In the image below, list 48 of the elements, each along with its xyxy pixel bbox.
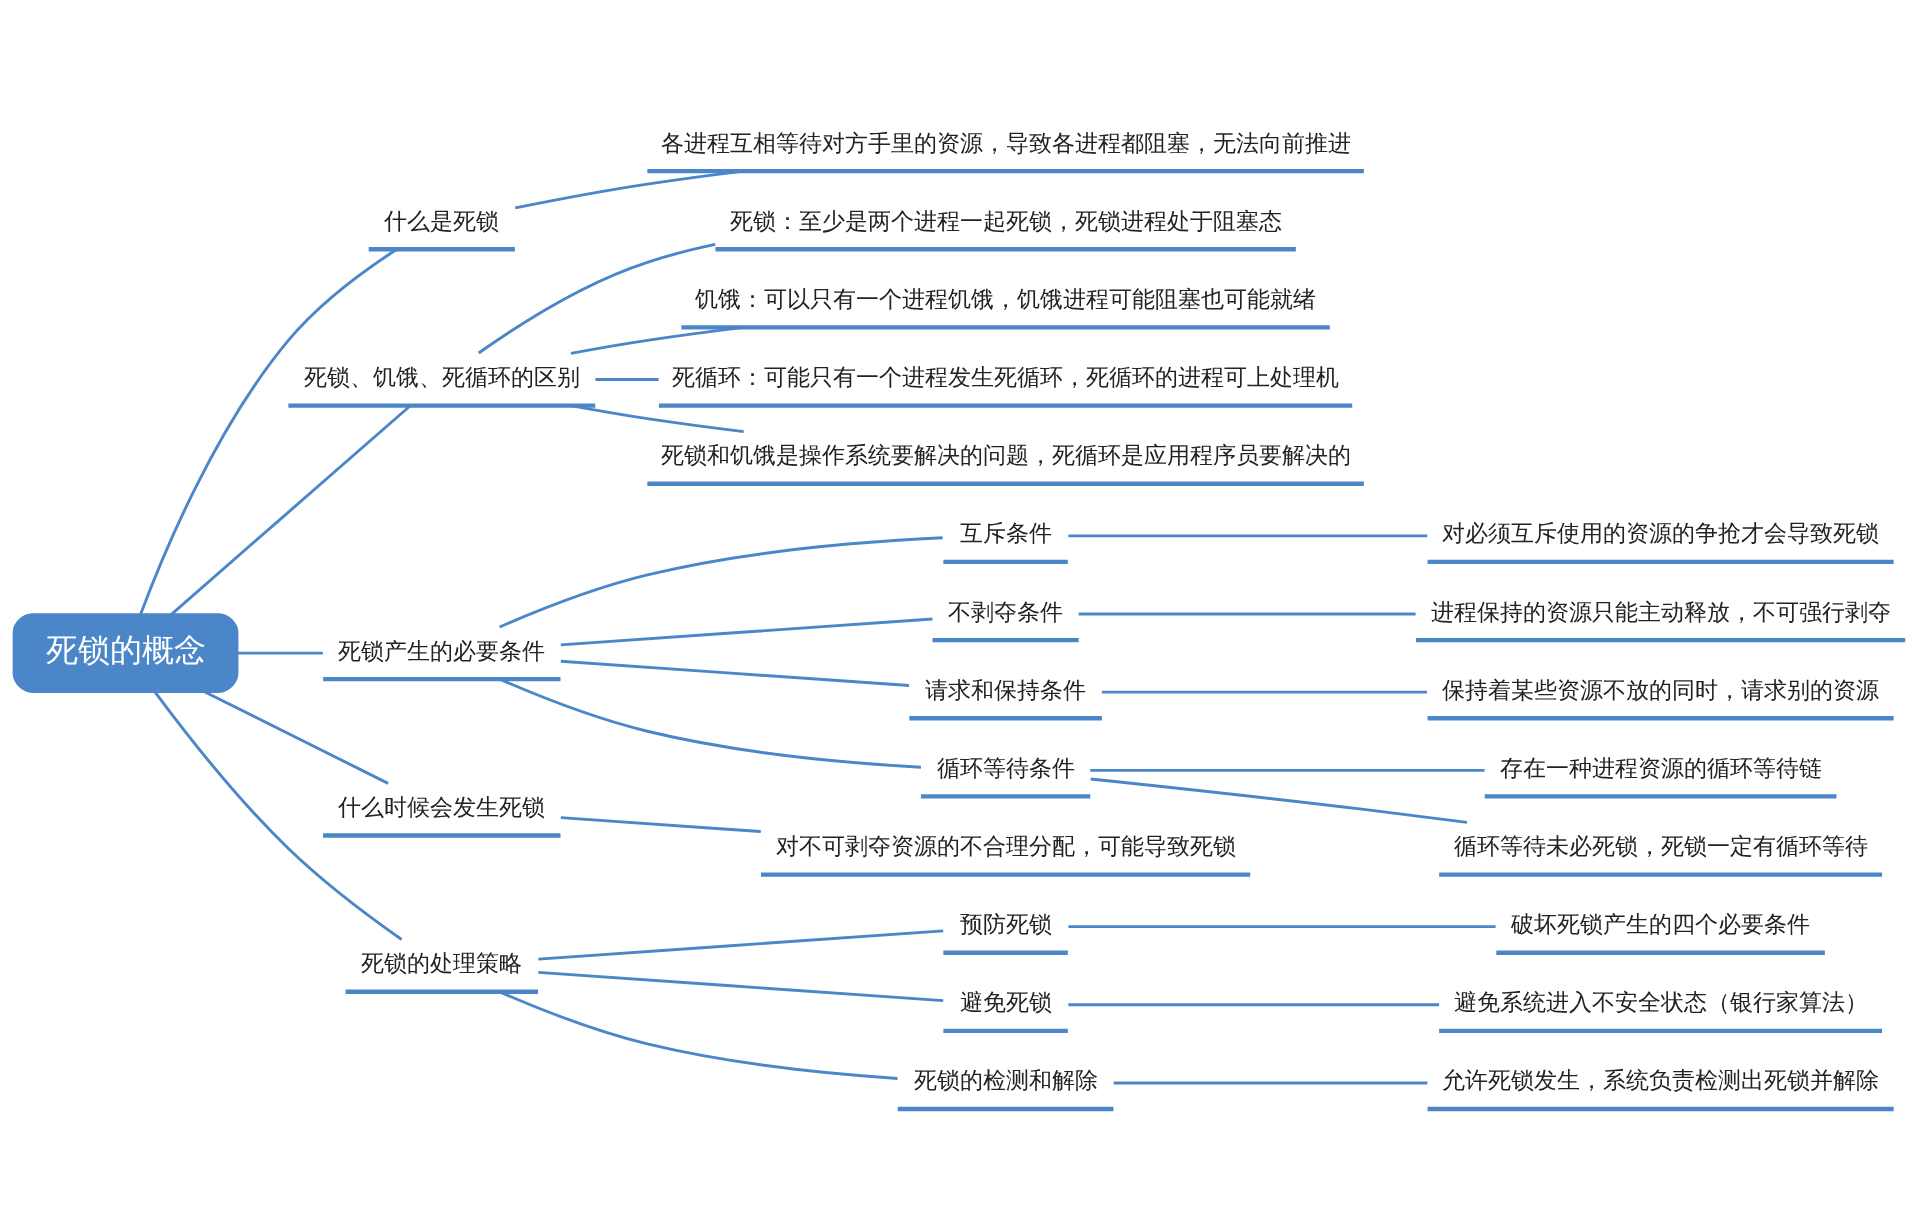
- node-text: 避免系统进入不安全状态（银行家算法）: [1453, 988, 1868, 1015]
- connector: [514, 169, 744, 209]
- node-text: 死锁产生的必要条件: [337, 637, 545, 664]
- connector: [1113, 1081, 1427, 1084]
- node-text: 预防死锁: [959, 910, 1052, 937]
- connector: [1067, 1002, 1439, 1006]
- connector: [169, 404, 411, 616]
- connector: [1090, 777, 1467, 824]
- connector: [537, 970, 943, 1002]
- node-text: 各进程互相等待对方手里的资源，导致各进程都阻塞，无法向前推进: [660, 129, 1351, 156]
- connector: [1067, 533, 1427, 537]
- node-text: 死循环：可能只有一个进程发生死循环，死循环的进程可上处理机: [671, 363, 1339, 390]
- node-text: 互斥条件: [959, 519, 1052, 546]
- connector: [1101, 690, 1427, 694]
- connector: [570, 325, 744, 355]
- node-text: 循环等待未必死锁，死锁一定有循环等待: [1453, 832, 1868, 859]
- connector: [477, 242, 715, 354]
- connector: [1089, 768, 1485, 772]
- connector: [560, 659, 909, 687]
- connector: [236, 651, 323, 655]
- node-text: 允许死锁发生，系统负责检测出死锁并解除: [1441, 1066, 1879, 1093]
- node-box: 死锁的概念: [12, 612, 238, 693]
- node-text: 不剥夺条件: [947, 598, 1063, 624]
- connector: [594, 377, 659, 381]
- connector: [1078, 612, 1416, 615]
- node-text: 什么时候会发生死锁: [337, 793, 545, 820]
- connector: [560, 815, 761, 833]
- node-text: 存在一种进程资源的循环等待链: [1499, 754, 1822, 781]
- node-text: 死锁和饥饿是操作系统要解决的问题，死循环是应用程序员要解决的: [660, 441, 1351, 468]
- connector: [560, 617, 933, 646]
- node-text: 保持着某些资源不放的同时，请求别的资源: [1441, 676, 1879, 703]
- node-text: 对不可剥夺资源的不合理分配，可能导致死锁: [775, 832, 1236, 859]
- node-text: 死锁的检测和解除: [913, 1066, 1098, 1093]
- node-text: 对必须互斥使用的资源的争抢才会导致死锁: [1441, 519, 1879, 546]
- node-text: 什么是死锁: [383, 207, 499, 234]
- node-text: 死锁、饥饿、死循环的区别: [303, 363, 580, 390]
- connector: [1067, 924, 1496, 928]
- connector: [570, 403, 744, 433]
- node-text: 请求和保持条件: [924, 676, 1086, 703]
- node-text: 进程保持的资源只能主动释放，不可强行剥夺: [1430, 598, 1891, 624]
- node-text: 避免死锁: [959, 988, 1052, 1015]
- node-text: 死锁：至少是两个进程一起死锁，死锁进程处于阻塞态: [729, 207, 1282, 234]
- node-text: 循环等待条件: [936, 754, 1075, 781]
- node-text: 饥饿：可以只有一个进程饥饿，饥饿进程可能阻塞也可能就绪: [694, 285, 1316, 312]
- connector: [498, 535, 943, 628]
- connector: [537, 928, 943, 961]
- node-text: 破坏死锁产生的四个必要条件: [1510, 910, 1810, 937]
- node-text: 死锁的处理策略: [360, 949, 522, 976]
